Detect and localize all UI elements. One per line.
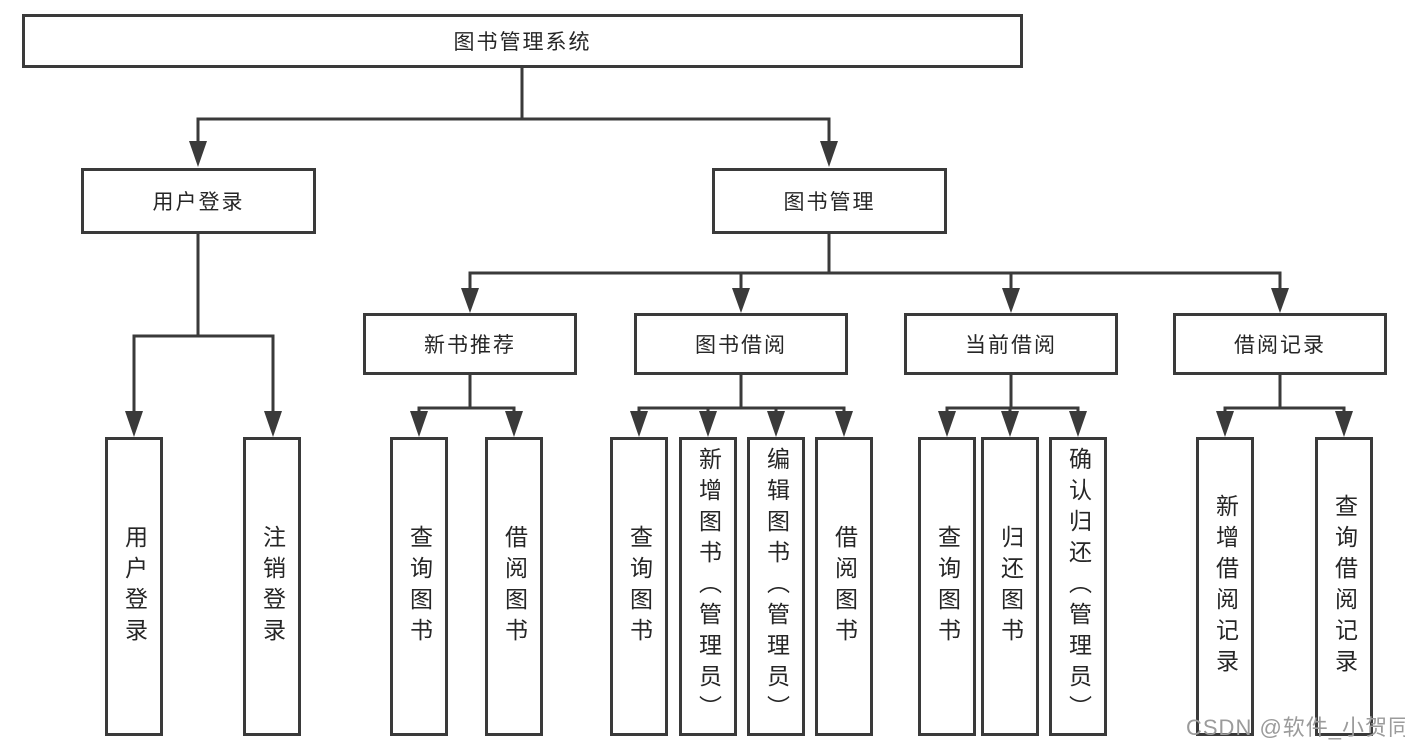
node-new-book-recommendation: 新书推荐 [363, 313, 577, 375]
leaf-borrow-books-recommend: 借阅图书 [485, 437, 543, 736]
leaf-label: 注销登录 [259, 524, 286, 649]
node-label: 借阅记录 [1234, 334, 1326, 357]
node-label: 图书管理系统 [453, 31, 592, 54]
node-label: 用户登录 [152, 191, 245, 214]
leaf-borrow-books-borrowing: 借阅图书 [815, 437, 873, 736]
node-label: 新书推荐 [424, 334, 516, 357]
node-current-borrowing: 当前借阅 [904, 313, 1118, 375]
leaf-label: 归还图书 [997, 524, 1024, 649]
node-library-management-system: 图书管理系统 [22, 14, 1023, 68]
node-borrowing-records: 借阅记录 [1173, 313, 1387, 375]
leaf-label: 编辑图书（管理员） [763, 447, 790, 726]
node-book-management: 图书管理 [712, 168, 947, 234]
leaf-label: 查询图书 [934, 524, 961, 649]
node-user-login: 用户登录 [81, 168, 316, 234]
leaf-query-books-recommend: 查询图书 [390, 437, 448, 736]
watermark: CSDN @软件_小贺同学 [1186, 715, 1405, 740]
leaf-add-book-admin: 新增图书（管理员） [679, 437, 737, 736]
leaf-label: 查询借阅记录 [1331, 493, 1358, 680]
leaf-add-borrow-record: 新增借阅记录 [1196, 437, 1254, 736]
leaf-query-books-current: 查询图书 [918, 437, 976, 736]
leaf-label: 用户登录 [121, 524, 148, 649]
leaf-label: 查询图书 [626, 524, 653, 649]
leaf-label: 借阅图书 [831, 524, 858, 649]
leaf-return-books: 归还图书 [981, 437, 1039, 736]
node-label: 当前借阅 [965, 334, 1057, 357]
leaf-label: 新增借阅记录 [1212, 493, 1239, 680]
node-label: 图书管理 [783, 191, 876, 214]
leaf-label: 借阅图书 [501, 524, 528, 649]
leaf-label: 确认归还（管理员） [1065, 447, 1092, 726]
leaf-edit-book-admin: 编辑图书（管理员） [747, 437, 805, 736]
node-book-borrowing: 图书借阅 [634, 313, 848, 375]
leaf-query-books-borrowing: 查询图书 [610, 437, 668, 736]
leaf-label: 查询图书 [406, 524, 433, 649]
leaf-logout: 注销登录 [243, 437, 301, 736]
leaf-query-borrow-record: 查询借阅记录 [1315, 437, 1373, 736]
leaf-user-login: 用户登录 [105, 437, 163, 736]
node-label: 图书借阅 [695, 334, 787, 357]
leaf-confirm-return-admin: 确认归还（管理员） [1049, 437, 1107, 736]
leaf-label: 新增图书（管理员） [695, 447, 722, 726]
